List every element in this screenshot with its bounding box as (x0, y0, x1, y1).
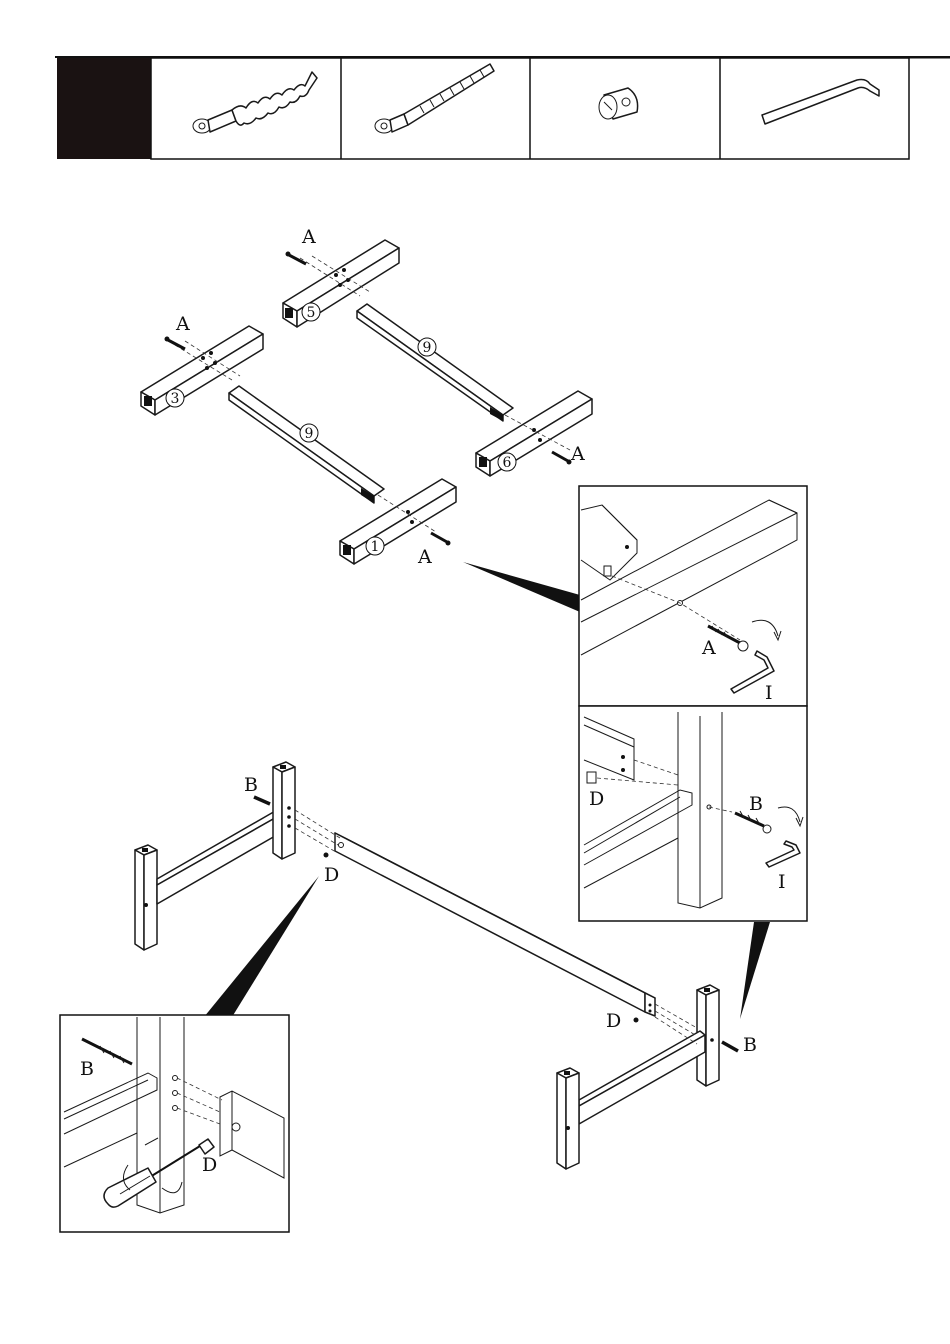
post-left-tall (273, 762, 295, 859)
label-a: A (301, 226, 316, 248)
label-i: I (765, 682, 773, 704)
bolt-a-icon (165, 337, 186, 350)
bolt-b-icon (254, 797, 270, 804)
label-a: A (570, 443, 585, 465)
svg-text:9: 9 (423, 340, 432, 356)
bolt-a-icon (431, 533, 451, 546)
rail-9-upper (357, 304, 513, 421)
allen-key-icon (762, 80, 879, 125)
label-b: B (743, 1034, 757, 1056)
barrel-nut-d (324, 853, 329, 858)
barrel-nut-icon (599, 88, 638, 119)
label-d: D (202, 1154, 217, 1176)
label-a: A (701, 637, 716, 659)
label-d: D (589, 788, 604, 810)
label-d: D (324, 864, 339, 886)
part-number-1: 1 (366, 537, 384, 555)
svg-text:1: 1 (371, 539, 380, 555)
label-b: B (244, 774, 258, 796)
post-left-short (135, 845, 157, 950)
footboard-crossbar-right (579, 1031, 705, 1124)
base-frame-assembly: A A A A 5 3 9 9 6 1 (141, 226, 592, 612)
part-number-5: 5 (302, 303, 320, 321)
long-bolt-icon (375, 64, 494, 133)
barrel-nut-d (634, 1018, 639, 1023)
svg-text:9: 9 (305, 426, 314, 442)
svg-text:3: 3 (171, 391, 180, 407)
headboard-crossbar-left (157, 810, 282, 904)
part-number-9: 9 (418, 338, 436, 356)
label-d: D (606, 1010, 621, 1032)
post-right-short (557, 1068, 579, 1169)
part-number-6: 6 (498, 453, 516, 471)
screw-bolt-icon (193, 72, 317, 133)
label-b: B (749, 793, 763, 815)
detail-bolt-b: D B I (579, 706, 807, 921)
label-a: A (417, 546, 432, 568)
hardware-strip (55, 57, 950, 159)
part-number-3: 3 (166, 389, 184, 407)
detail-bolt-a: A I (579, 486, 807, 706)
part-number-9: 9 (300, 424, 318, 442)
detail-screwdriver: B D (60, 1015, 289, 1232)
label-a: A (175, 313, 190, 335)
bolt-a-icon (286, 252, 307, 265)
rail-9-lower (229, 386, 384, 503)
step-number-box (57, 58, 151, 159)
bolt-a-icon (552, 452, 572, 465)
svg-text:6: 6 (503, 455, 512, 471)
svg-text:5: 5 (307, 305, 316, 321)
label-b: B (80, 1058, 94, 1080)
bolt-b-icon (722, 1042, 738, 1051)
label-i: I (778, 871, 786, 893)
